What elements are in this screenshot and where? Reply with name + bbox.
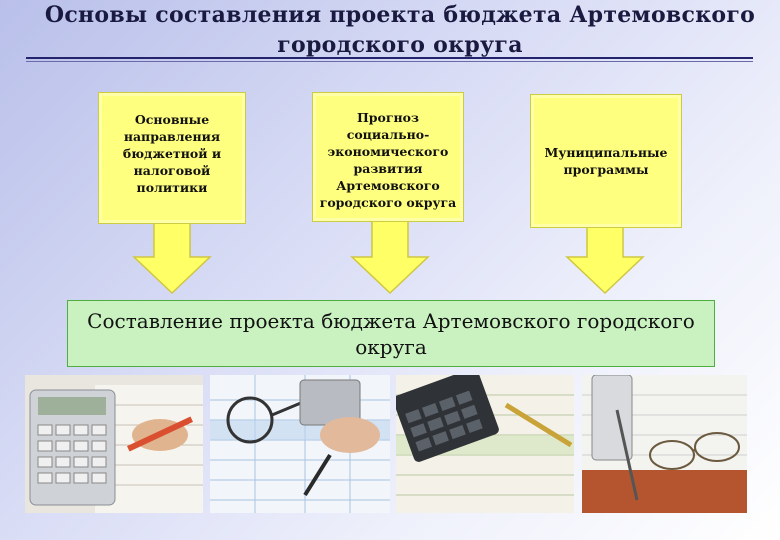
slide-title: Основы составления проекта бюджета Артем… — [20, 0, 780, 60]
result-text-line-2: округа — [355, 334, 427, 359]
box-text-line: Основные — [134, 112, 210, 127]
title-underline — [26, 57, 753, 59]
box-municipal-programs: Муниципальные программы — [530, 94, 682, 228]
box-text-line: городского округа — [319, 195, 457, 210]
box-text-line: Артемовского — [336, 178, 440, 193]
box-text-line: направления — [123, 129, 221, 144]
result-box-budget-drafting: Составление проекта бюджета Артемовского… — [67, 300, 715, 367]
box-budget-tax-policy: Основные направления бюджетной и налогов… — [98, 92, 246, 224]
box-text-line: экономического — [327, 144, 449, 159]
photo-calculator-and-documents — [25, 375, 203, 513]
photo-glasses-and-calculator — [582, 375, 747, 513]
result-text-line-1: Составление проекта бюджета Артемовского… — [87, 308, 695, 333]
box-text-line: развития — [353, 161, 423, 176]
box-text-line: Муниципальные — [544, 145, 668, 160]
arrow-down-icon — [350, 215, 430, 295]
photo-calculator-on-accounting-sheets — [396, 375, 574, 513]
slide-title-line-1: Основы составления проекта бюджета Артем… — [44, 2, 756, 28]
box-text-line: бюджетной и — [122, 146, 222, 161]
photo-pen-and-spreadsheet — [210, 375, 390, 513]
arrow-down-icon — [132, 215, 212, 295]
box-text-line: программы — [563, 162, 649, 177]
box-text-line: Прогноз социально- — [346, 110, 430, 142]
box-socioeconomic-forecast: Прогноз социально- экономического развит… — [312, 92, 464, 222]
title-underline-thin — [26, 61, 753, 62]
slide-title-line-2: городского округа — [277, 32, 523, 58]
box-text-line: налоговой — [133, 163, 211, 178]
box-text-line: политики — [136, 180, 208, 195]
